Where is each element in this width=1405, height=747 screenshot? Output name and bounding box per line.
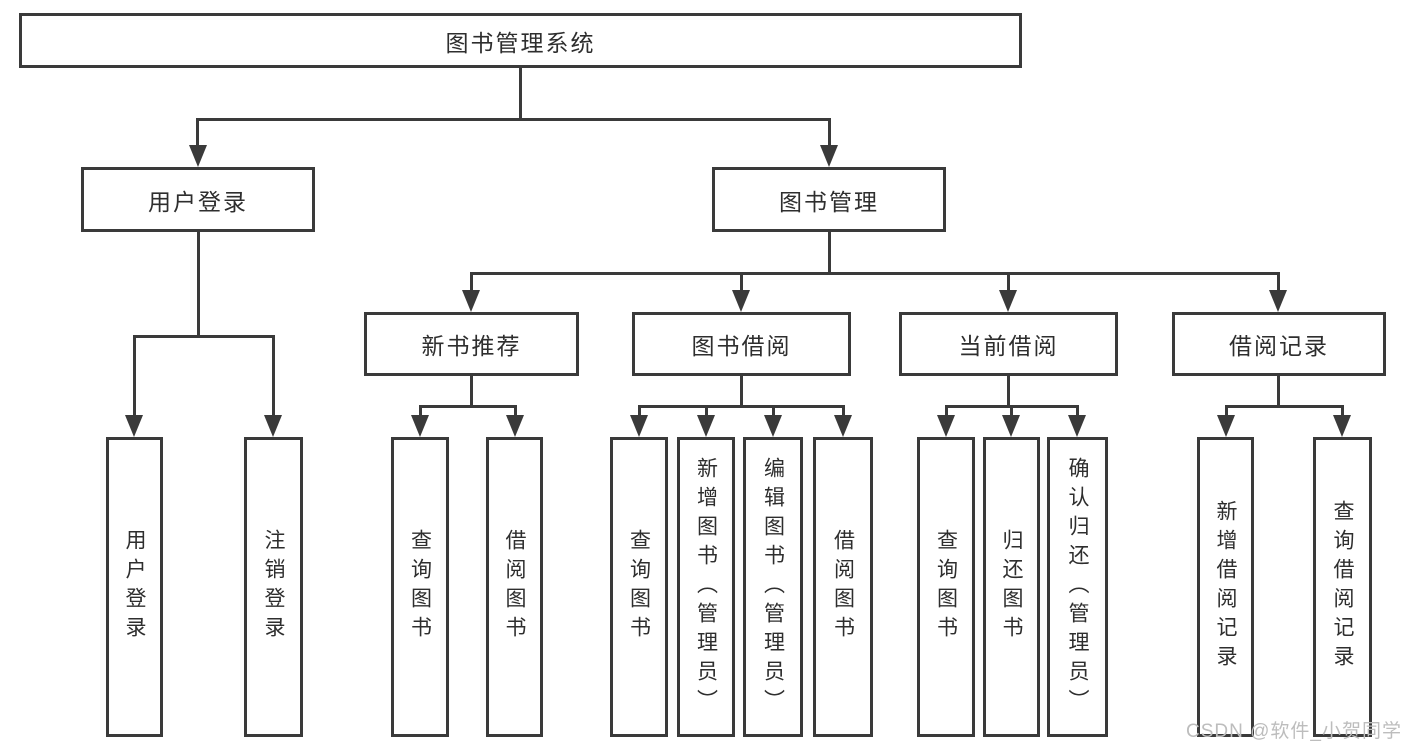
leaf-return-books: 归还图书 (983, 437, 1040, 737)
leaf-query-books-current: 查询图书 (917, 437, 975, 737)
connector-user-login-bus (133, 335, 274, 338)
leaf-borrow-books: 借阅图书 (813, 437, 873, 737)
connector-bus (1225, 405, 1343, 408)
watermark-text: CSDN @软件_小贺同学 (1186, 721, 1402, 742)
connector-arrow-shaft (1007, 272, 1010, 293)
connector-bus (638, 405, 844, 408)
arrowhead-down-icon (1002, 415, 1020, 437)
connector-arrow-shaft (272, 335, 275, 418)
arrowhead-down-icon (630, 415, 648, 437)
leaf-logout: 注销登录 (244, 437, 303, 737)
connector-arrow-shaft (945, 405, 948, 418)
connector-stem (1277, 376, 1280, 405)
arrowhead-down-icon (732, 290, 750, 312)
node-library-management-system: 图书管理系统 (19, 13, 1022, 68)
connector-arrow-shaft (1277, 272, 1280, 293)
leaf-user-login: 用户登录 (106, 437, 163, 737)
connector-arrow-shaft (196, 118, 199, 148)
connector-arrow-shaft (638, 405, 641, 418)
leaf-confirm-return-admin: 确认归还（管理员） (1047, 437, 1108, 737)
arrowhead-down-icon (1217, 415, 1235, 437)
connector-arrow-shaft (740, 272, 743, 293)
arrowhead-down-icon (697, 415, 715, 437)
connector-arrow-shaft (772, 405, 775, 418)
connector-book-mgmt-bus (470, 272, 1279, 275)
leaf-add-borrow-record: 新增借阅记录 (1197, 437, 1254, 737)
connector-arrow-shaft (1010, 405, 1013, 418)
node-new-book-recommend: 新书推荐 (364, 312, 579, 376)
connector-root-stem (519, 68, 522, 118)
arrowhead-down-icon (189, 145, 207, 167)
arrowhead-down-icon (820, 145, 838, 167)
leaf-edit-books-admin: 编辑图书（管理员） (743, 437, 803, 737)
connector-arrow-shaft (470, 272, 473, 293)
node-book-management: 图书管理 (712, 167, 946, 232)
leaf-query-books-recommend: 查询图书 (391, 437, 449, 737)
connector-arrow-shaft (514, 405, 517, 418)
connector-arrow-shaft (842, 405, 845, 418)
arrowhead-down-icon (999, 290, 1017, 312)
node-current-borrowing: 当前借阅 (899, 312, 1118, 376)
connector-stem (470, 376, 473, 405)
connector-user-login-stem (197, 232, 200, 335)
connector-stem (740, 376, 743, 405)
connector-arrow-shaft (828, 118, 831, 148)
arrowhead-down-icon (1269, 290, 1287, 312)
arrowhead-down-icon (411, 415, 429, 437)
leaf-borrow-books-recommend: 借阅图书 (486, 437, 543, 737)
connector-arrow-shaft (133, 335, 136, 418)
connector-arrow-shaft (1225, 405, 1228, 418)
connector-arrow-shaft (705, 405, 708, 418)
arrowhead-down-icon (1068, 415, 1086, 437)
connector-arrow-shaft (1341, 405, 1344, 418)
connector-arrow-shaft (419, 405, 422, 418)
arrowhead-down-icon (834, 415, 852, 437)
arrowhead-down-icon (506, 415, 524, 437)
connector-bus (419, 405, 516, 408)
node-user-login: 用户登录 (81, 167, 315, 232)
connector-book-mgmt-stem (828, 232, 831, 272)
arrowhead-down-icon (937, 415, 955, 437)
arrowhead-down-icon (1333, 415, 1351, 437)
leaf-query-borrow-record: 查询借阅记录 (1313, 437, 1372, 737)
connector-stem (1007, 376, 1010, 405)
leaf-query-books-borrowing: 查询图书 (610, 437, 668, 737)
node-book-borrowing: 图书借阅 (632, 312, 851, 376)
arrowhead-down-icon (462, 290, 480, 312)
arrowhead-down-icon (764, 415, 782, 437)
arrowhead-down-icon (264, 415, 282, 437)
connector-root-bus (197, 118, 831, 121)
connector-arrow-shaft (1076, 405, 1079, 418)
arrowhead-down-icon (125, 415, 143, 437)
node-borrowing-records: 借阅记录 (1172, 312, 1386, 376)
leaf-add-books-admin: 新增图书（管理员） (677, 437, 735, 737)
